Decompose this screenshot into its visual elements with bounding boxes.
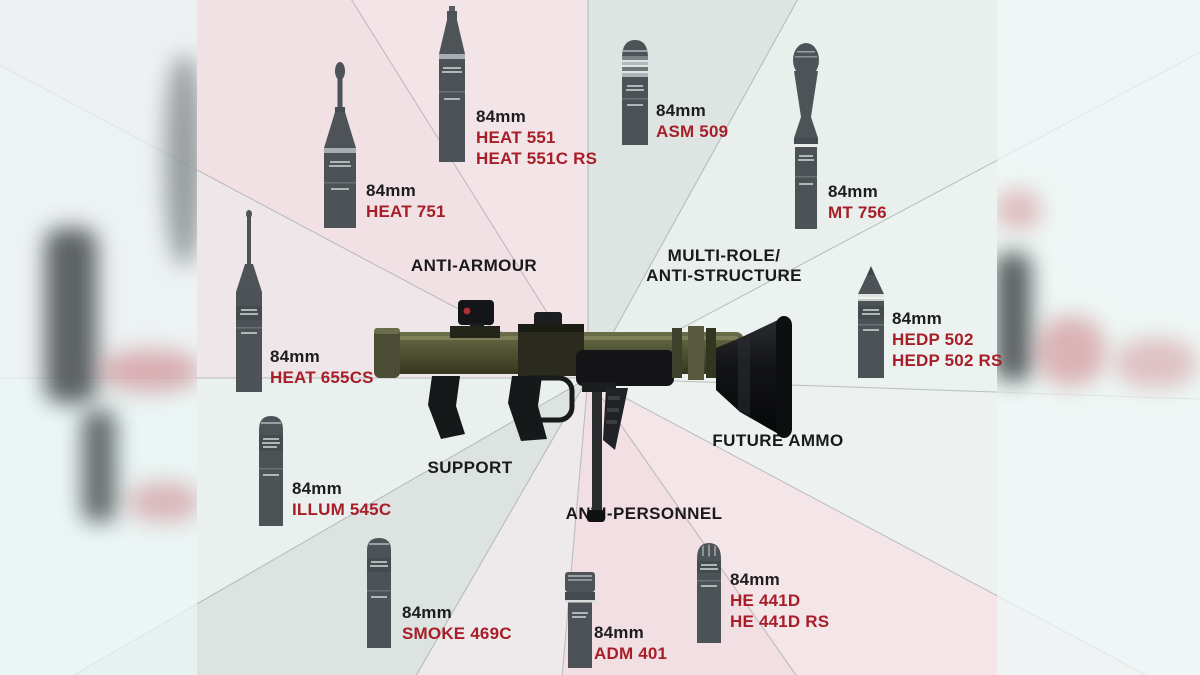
carl-gustaf-launcher-icon — [374, 300, 792, 522]
blurred-red-text — [100, 350, 197, 392]
ammo-name: SMOKE 469C — [402, 624, 512, 643]
ammo-caliber: 84mm — [270, 347, 320, 366]
blurred-red-text — [1037, 316, 1105, 386]
ammo-name-2: HEAT 551C RS — [476, 149, 598, 168]
ammo-caliber: 84mm — [476, 107, 526, 126]
ammo-caliber: 84mm — [892, 309, 942, 328]
adm-401-shell-icon — [565, 572, 595, 668]
category-label: FUTURE AMMO — [712, 431, 844, 450]
ammo-name: HEAT 551 — [476, 128, 556, 147]
category-anti-armour: ANTI-ARMOUR — [388, 256, 560, 276]
ammo-name-2: HE 441D RS — [730, 612, 830, 631]
blurred-red-text — [1115, 338, 1197, 388]
ammo-name: ASM 509 — [656, 122, 729, 141]
blurred-shell-shape — [82, 410, 116, 522]
ammo-name: ADM 401 — [594, 644, 668, 663]
ammo-name: HEAT 751 — [366, 202, 446, 221]
asm-509-shell-icon — [622, 40, 648, 145]
category-support: SUPPORT — [408, 458, 532, 478]
ammo-name: HEAT 655CS — [270, 368, 374, 387]
heat-751-shell-icon — [324, 62, 356, 228]
mt-756-shell-icon — [793, 43, 819, 229]
heat-655cs-shell-icon — [236, 210, 262, 392]
hedp-502-shell-icon — [858, 266, 884, 378]
category-future-ammo: FUTURE AMMO — [698, 431, 858, 451]
ammo-caliber: 84mm — [594, 623, 644, 642]
category-label-line2: ANTI-STRUCTURE — [646, 266, 802, 285]
category-multi-role-anti-structure: MULTI-ROLE/ ANTI-STRUCTURE — [628, 246, 820, 286]
ammo-name: HEDP 502 — [892, 330, 974, 349]
blurred-red-text — [128, 482, 197, 522]
ammo-caliber: 84mm — [656, 101, 706, 120]
category-label: ANTI-ARMOUR — [410, 256, 538, 275]
blurred-red-text — [997, 190, 1041, 230]
ammo-caliber: 84mm — [730, 570, 780, 589]
heat-551-shell-icon — [439, 6, 465, 162]
blurred-right-edge — [997, 0, 1200, 675]
ammo-caliber: 84mm — [292, 479, 342, 498]
ammo-name: ILLUM 545C — [292, 500, 392, 519]
illum-545c-shell-icon — [259, 416, 283, 526]
ammo-caliber: 84mm — [366, 181, 416, 200]
ammo-caliber: 84mm — [402, 603, 452, 622]
ammo-caliber: 84mm — [828, 182, 878, 201]
ammo-name: MT 756 — [828, 203, 887, 222]
blurred-left-edge — [0, 0, 197, 675]
category-label-line1: MULTI-ROLE/ — [667, 246, 781, 265]
ammo-name: HE 441D — [730, 591, 801, 610]
category-label: SUPPORT — [427, 458, 513, 477]
smoke-469c-shell-icon — [367, 538, 391, 648]
he-441d-shell-icon — [697, 543, 721, 643]
ammo-name-2: HEDP 502 RS — [892, 351, 1003, 370]
blurred-shell-shape — [45, 228, 97, 403]
blurred-shape — [165, 55, 197, 265]
blurred-shell-shape — [997, 253, 1031, 381]
